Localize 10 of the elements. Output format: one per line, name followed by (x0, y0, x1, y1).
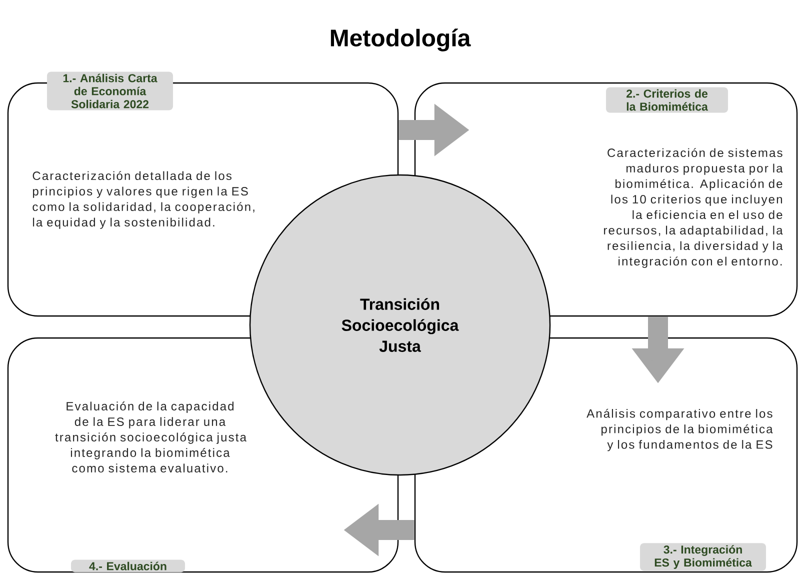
center-text: Transición Socioecológica Justa (342, 298, 459, 352)
description-text: Evaluación de la capacidad de la ES para liderar una transición socioecológica justa integrando la biomimética como sistema evaluativo. (55, 402, 246, 472)
heading-tab: 3.- Integración ES y Biomimética (640, 543, 766, 571)
description-text: Caracterización detallada de los principios y valores que rigen la ES como la solidaridad, la cooperación, la equidad y la sostenibilidad. (32, 171, 254, 229)
heading-tab: 2.- Criterios de la Biomimética (606, 87, 728, 113)
description-text: Caracterización de sistemas maduros propuesta por la biomimética. Aplicación de los 10 criterios que incluyen la eficiencia en el uso de recursos, la adaptabilidad, la resiliencia, la diversidad y la integración con el entorno. (604, 148, 783, 268)
heading-tab: 1.- Análisis Carta de Economía Solidaria 2022 (47, 72, 173, 110)
description-text: Análisis comparativo entre los principios de la biomimética y los fundamentos de la ES (586, 408, 773, 452)
heading-tab: 4.- Evaluación (71, 560, 185, 572)
title: Metodología (330, 28, 471, 52)
